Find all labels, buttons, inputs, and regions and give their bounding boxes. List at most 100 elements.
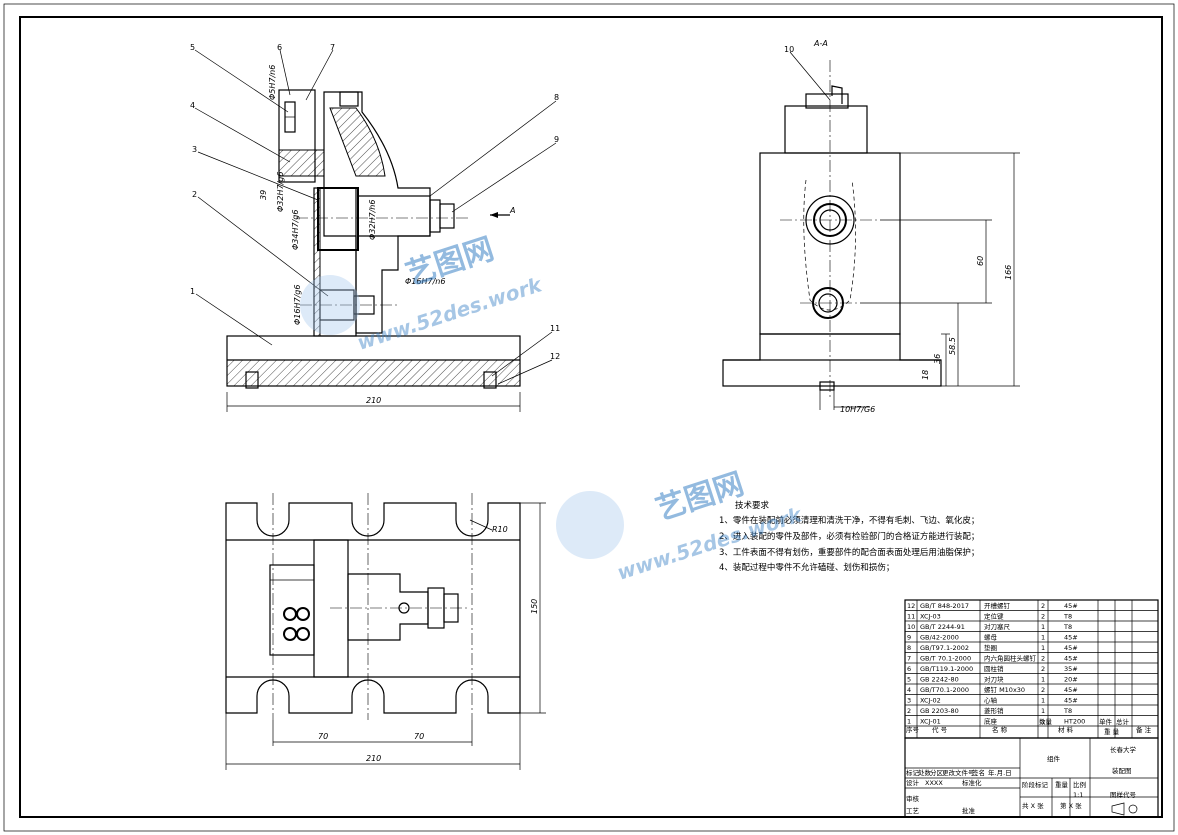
tb-change: 更改文件号 <box>942 768 975 777</box>
balloon-9: 9 <box>554 135 559 144</box>
tb-design: 设计 <box>906 778 920 787</box>
dim-side-166: 166 <box>1004 265 1013 280</box>
tb-sheet: 第 X 张 <box>1060 801 1082 810</box>
parts-cell-mat: HT200 <box>1064 718 1085 726</box>
balloon-3: 3 <box>192 145 197 154</box>
tb-check: 审核 <box>906 794 920 803</box>
tb-std: 标准化 <box>962 778 982 787</box>
parts-cell-qty: 1 <box>1041 623 1045 631</box>
tb-approve: 批准 <box>962 806 976 815</box>
section-label: A-A <box>813 39 828 48</box>
dim-fit-5: Φ5H7/n6 <box>268 65 277 100</box>
parts-cell-no: 5 <box>907 676 911 684</box>
parts-cell-name: 定位键 <box>984 612 1004 621</box>
parts-cell-name: 圆柱销 <box>984 664 1004 673</box>
note-2: 2、进入装配的零件及部件，必须有检验部门的合格证方能进行装配； <box>719 531 979 542</box>
tb-zone: 分区 <box>930 768 944 777</box>
parts-cell-qty: 1 <box>1041 707 1045 715</box>
parts-cell-qty: 1 <box>1041 697 1045 705</box>
parts-cell-name: 垫圈 <box>984 643 997 652</box>
parts-cell-no: 7 <box>907 655 911 663</box>
parts-cell-name: 对刀块 <box>984 675 1004 684</box>
balloon-11: 11 <box>550 324 560 333</box>
parts-cell-qty: 2 <box>1041 613 1045 621</box>
parts-cell-name: 对刀塞尺 <box>984 622 1011 631</box>
watermark-cn-1: 艺图网 <box>402 232 498 293</box>
tb-drawing-name: 装配图 <box>1112 766 1132 775</box>
tb-count: 处数 <box>918 768 932 777</box>
hdr-code: 代 号 <box>932 725 948 734</box>
parts-cell-code: XCJ-02 <box>920 697 941 705</box>
tb-ratio: 比例 <box>1073 780 1086 789</box>
tb-process: 工艺 <box>906 807 920 815</box>
parts-cell-no: 11 <box>907 613 915 621</box>
parts-cell-code: GB 2203-80 <box>920 707 959 715</box>
dim-side-fit-10: 10H7/G6 <box>840 405 875 414</box>
parts-cell-code: GB/T 848-2017 <box>920 602 969 610</box>
parts-cell-code: GB 2242-80 <box>920 676 959 684</box>
parts-cell-mat: 45# <box>1064 655 1078 663</box>
hdr-no: 序号 <box>906 725 920 734</box>
parts-cell-name: 底座 <box>984 717 998 726</box>
hdr-weight: 重 量 <box>1104 728 1120 736</box>
parts-cell-code: GB/T119.1-2000 <box>920 665 973 673</box>
dim-fit-32b: Φ32H7/g6 <box>276 172 285 212</box>
parts-cell-no: 12 <box>907 602 915 610</box>
balloon-12: 12 <box>550 352 560 361</box>
hdr-total: 总计 <box>1116 717 1130 726</box>
watermark-url-1: www.52des.work <box>354 272 546 355</box>
parts-cell-qty: 1 <box>1041 676 1045 684</box>
dim-side-60: 60 <box>976 256 985 266</box>
parts-cell-code: GB/42-2000 <box>920 634 959 642</box>
balloon-5: 5 <box>190 43 195 52</box>
balloon-6: 6 <box>277 43 282 52</box>
parts-cell-mat: T8 <box>1063 613 1072 621</box>
dim-top-r10: R10 <box>492 525 508 534</box>
parts-cell-no: 3 <box>907 697 911 705</box>
parts-cell-no: 8 <box>907 644 911 652</box>
tb-sign: 签名 <box>972 768 985 777</box>
title-block: 组件 长春大学 装配图 图样代号 阶段标记 重量 比例 1:1 共 X 张 第 … <box>904 737 1159 818</box>
parts-cell-mat: 45# <box>1064 697 1078 705</box>
tb-date: 年.月.日 <box>988 768 1012 777</box>
tb-mark: 标记 <box>906 768 920 777</box>
note-3: 3、工件表面不得有划伤，重要部件的配合面表面处理后用油脂保护； <box>719 547 979 558</box>
hdr-name: 名 称 <box>992 725 1008 734</box>
outer-border <box>3 3 1175 832</box>
balloon-8: 8 <box>554 93 559 102</box>
tb-stage: 阶段标记 <box>1022 780 1049 789</box>
dim-front-210: 210 <box>366 396 381 405</box>
parts-cell-mat: 45# <box>1064 644 1078 652</box>
section-arrow-label: A <box>509 206 515 215</box>
parts-cell-qty: 1 <box>1041 718 1045 726</box>
parts-cell-no: 2 <box>907 707 911 715</box>
balloon-10: 10 <box>784 45 794 54</box>
front-view: 210 Φ34H7/g6 Φ32H7/h6 Φ32H7/g6 Φ16H7/g6 … <box>190 43 560 412</box>
parts-cell-mat: 45# <box>1064 602 1078 610</box>
dim-fit-16: Φ16H7/g6 <box>293 285 302 325</box>
parts-cell-no: 9 <box>907 634 911 642</box>
parts-cell-mat: 35# <box>1064 665 1078 673</box>
tb-sheets: 共 X 张 <box>1022 801 1044 810</box>
parts-cell-mat: 45# <box>1064 686 1078 694</box>
parts-cell-mat: T8 <box>1063 623 1072 631</box>
hdr-remark: 备 注 <box>1136 725 1152 734</box>
tb-scale: 1:1 <box>1073 791 1083 799</box>
dim-top-210: 210 <box>366 754 381 763</box>
parts-cell-qty: 1 <box>1041 644 1045 652</box>
parts-cell-mat: 20# <box>1064 676 1078 684</box>
parts-cell-name: 菱形销 <box>984 706 1004 715</box>
tb-designer: XXXX <box>925 779 943 787</box>
parts-cell-code: GB/T70.1-2000 <box>920 686 969 694</box>
dim-top-70a: 70 <box>318 732 328 741</box>
parts-cell-no: 6 <box>907 665 911 673</box>
parts-cell-code: GB/T 70.1-2000 <box>920 655 971 663</box>
hdr-qty: 数量 <box>1039 717 1053 726</box>
dim-fit-34: Φ34H7/g6 <box>291 210 300 250</box>
parts-cell-code: XCJ-03 <box>920 613 941 621</box>
top-view: R10 70 70 210 150 <box>225 493 546 770</box>
parts-cell-qty: 2 <box>1041 686 1045 694</box>
parts-cell-qty: 2 <box>1041 665 1045 673</box>
dim-fit-16b: Φ16H7/n6 <box>405 277 445 286</box>
